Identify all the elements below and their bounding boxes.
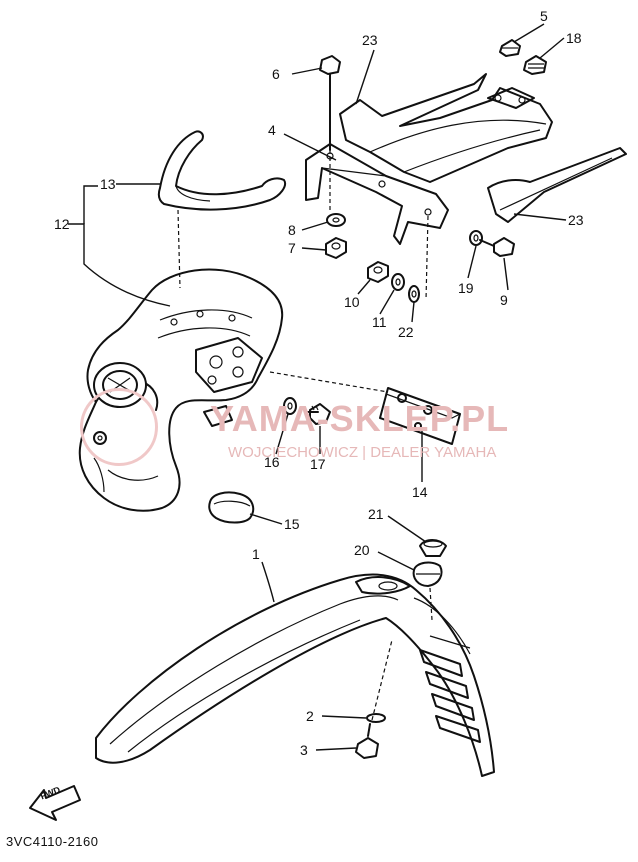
callout-4: 4	[268, 122, 276, 138]
part-18-cap	[523, 55, 547, 75]
callout-5: 5	[540, 8, 548, 24]
part-6-bolt	[319, 55, 341, 151]
fwd-arrow-icon	[29, 785, 81, 821]
callout-13: 13	[100, 176, 116, 192]
callout-7: 7	[288, 240, 296, 256]
callout-11: 11	[372, 314, 387, 330]
callout-21: 21	[368, 506, 384, 522]
part-15-grommet	[208, 491, 255, 524]
callout-20: 20	[354, 542, 370, 558]
part-19-washer	[469, 230, 483, 246]
part-23-upper-cover	[339, 73, 553, 183]
callout-2: 2	[306, 708, 314, 724]
part-12-headlight-body	[78, 268, 284, 512]
callout-19: 19	[458, 280, 474, 296]
part-7-nut	[325, 237, 347, 259]
callout-23-upper: 23	[362, 32, 378, 48]
leader-lines	[68, 23, 567, 751]
part-14-plate	[379, 387, 461, 445]
part-17-screw	[305, 403, 331, 425]
part-11-washer	[391, 273, 405, 291]
part-1-front-fender	[95, 573, 495, 777]
part-23-right-strip	[487, 147, 627, 223]
callout-18: 18	[566, 30, 582, 46]
callout-17: 17	[310, 456, 326, 472]
callout-14: 14	[412, 484, 428, 500]
part-3-bolt	[355, 723, 379, 759]
part-8-washer	[326, 213, 346, 227]
part-2-washer	[366, 713, 386, 723]
part-10-nut	[367, 261, 389, 283]
callout-6: 6	[272, 66, 280, 82]
callout-22: 22	[398, 324, 414, 340]
callout-15: 15	[284, 516, 300, 532]
callout-3: 3	[300, 742, 308, 758]
callout-10: 10	[344, 294, 360, 310]
callout-16: 16	[264, 454, 280, 470]
callout-9: 9	[500, 292, 508, 308]
callout-8: 8	[288, 222, 296, 238]
callout-12: 12	[54, 216, 70, 232]
part-21-collar	[419, 539, 447, 557]
part-13-band	[157, 130, 286, 211]
part-22-washer	[408, 285, 420, 303]
callout-23-right: 23	[568, 212, 584, 228]
part-20-grommet	[412, 561, 443, 587]
part-5-cap	[499, 39, 521, 57]
part-9-bolt	[479, 237, 515, 257]
part-code-label: 3VC4110-2160	[6, 834, 99, 849]
callout-1: 1	[252, 546, 260, 562]
part-16-washer	[283, 397, 297, 415]
